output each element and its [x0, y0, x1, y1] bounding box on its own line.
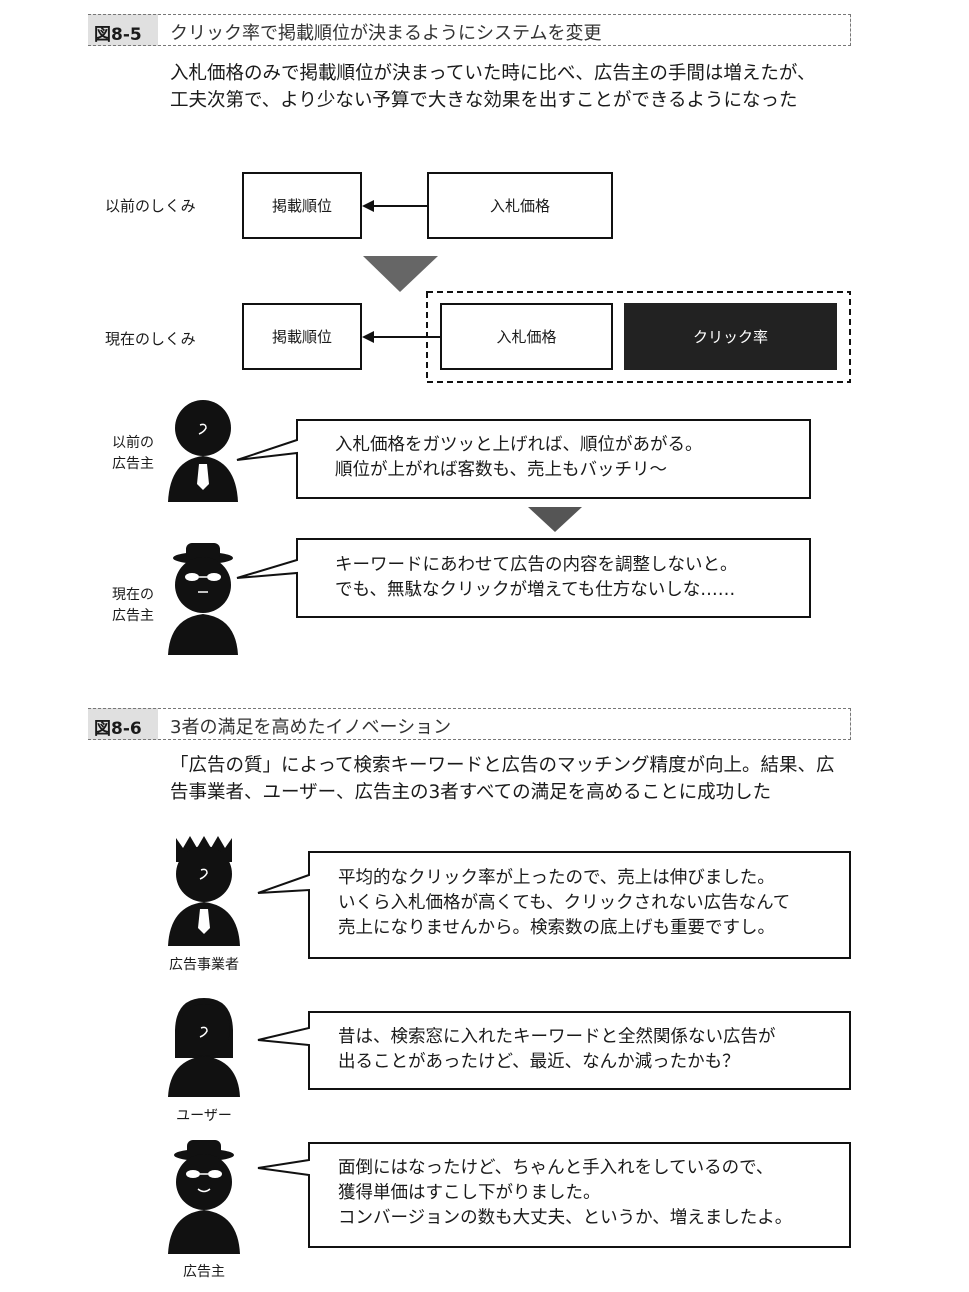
arrow-head-icon [362, 331, 374, 343]
operator-caption: 広告事業者 [169, 957, 239, 973]
prev-advertiser-quote: 入札価格をガツッと上げれば、順位があがる。 順位が上がれば客数も、売上もバッチリ… [335, 433, 703, 483]
advertiser-quote: 面倒にはなったけど、ちゃんと手入れをしているので、 獲得単価はすこし下がりました… [338, 1156, 792, 1231]
prev-rank-box: 掲載順位 [242, 172, 362, 239]
figure-lead-text: 入札価格のみで掲載順位が決まっていた時に比べ、広告主の手間は増えたが、 工夫次第… [170, 60, 860, 114]
arrow-head-icon [362, 200, 374, 212]
prev-advertiser-caption: 以前の 広告主 [100, 433, 166, 475]
quote-line: 面倒にはなったけど、ちゃんと手入れをしているので、 [338, 1158, 774, 1178]
lead-line: 入札価格のみで掲載順位が決まっていた時に比べ、広告主の手間は増えたが、 [170, 63, 816, 84]
figure-title: 3者の満足を高めたイノベーション [170, 717, 452, 738]
figure-number: 図8-6 [94, 719, 142, 739]
person-prev-advertiser-icon [168, 400, 238, 502]
quote-line: 売上になりませんから。検索数の底上げも重要ですし。 [338, 918, 775, 938]
curr-advertiser-quote: キーワードにあわせて広告の内容を調整しないと。 でも、無駄なクリックが増えても仕… [335, 553, 738, 603]
curr-bid-box: 入札価格 [440, 303, 613, 370]
quote-line: 獲得単価はすこし下がりました。 [338, 1183, 601, 1203]
down-triangle-icon [363, 256, 438, 292]
operator-quote: 平均的なクリック率が上ったので、売上は伸びました。 いくら入札価格が高くても、ク… [338, 866, 790, 941]
figure-header-8-6: 図8-6 3者の満足を高めたイノベーション [88, 708, 851, 740]
caption-line: 広告主 [112, 456, 154, 472]
person-operator-icon [168, 836, 240, 946]
person-user-icon [168, 998, 240, 1097]
figure-header-8-5: 図8-5 クリック率で掲載順位が決まるようにシステムを変更 [88, 14, 851, 46]
quote-line: 入札価格をガツッと上げれば、順位があがる。 [335, 435, 703, 455]
quote-line: いくら入札価格が高くても、クリックされない広告なんて [338, 893, 791, 913]
quote-line: コンバージョンの数も大丈夫、というか、増えましたよ。 [338, 1208, 793, 1228]
caption-line: 現在の [112, 587, 154, 603]
figure-title: クリック率で掲載順位が決まるようにシステムを変更 [170, 23, 602, 44]
quote-line: キーワードにあわせて広告の内容を調整しないと。 [335, 555, 738, 575]
advertiser-caption: 広告主 [183, 1264, 225, 1280]
person-curr-advertiser-icon [168, 543, 238, 655]
quote-line: でも、無駄なクリックが増えても仕方ないしな…… [335, 580, 736, 600]
curr-advertiser-caption: 現在の 広告主 [100, 585, 166, 627]
prev-bid-box: 入札価格 [427, 172, 613, 239]
user-quote: 昔は、検索窓に入れたキーワードと全然関係ない広告が 出ることがあったけど、最近、… [338, 1025, 776, 1075]
caption-line: 広告主 [112, 608, 154, 624]
user-caption: ユーザー [176, 1108, 232, 1124]
quote-line: 順位が上がれば客数も、売上もバッチリ〜 [335, 460, 667, 480]
quote-line: 昔は、検索窓に入れたキーワードと全然関係ない広告が [338, 1027, 776, 1047]
lead-line: 告事業者、ユーザー、広告主の3者すべての満足を高めることに成功した [170, 782, 772, 803]
quote-line: 平均的なクリック率が上ったので、売上は伸びました。 [338, 868, 775, 888]
down-triangle-icon [528, 507, 582, 532]
lead-line: 工夫次第で、より少ない予算で大きな効果を出すことができるようになった [170, 90, 798, 111]
person-advertiser-icon [168, 1140, 240, 1254]
lead-line: 「広告の質」によって検索キーワードと広告のマッチング精度が向上。結果、広 [170, 755, 835, 776]
figure-number: 図8-5 [94, 25, 142, 45]
quote-line: 出ることがあったけど、最近、なんか減ったかも？ [338, 1052, 740, 1072]
prev-system-label: 以前のしくみ [105, 197, 196, 215]
caption-line: 以前の [112, 435, 154, 451]
curr-rank-box: 掲載順位 [242, 303, 362, 370]
curr-system-label: 現在のしくみ [105, 330, 196, 348]
curr-ctr-box: クリック率 [624, 303, 837, 370]
figure-lead-text: 「広告の質」によって検索キーワードと広告のマッチング精度が向上。結果、広 告事業… [170, 752, 860, 806]
